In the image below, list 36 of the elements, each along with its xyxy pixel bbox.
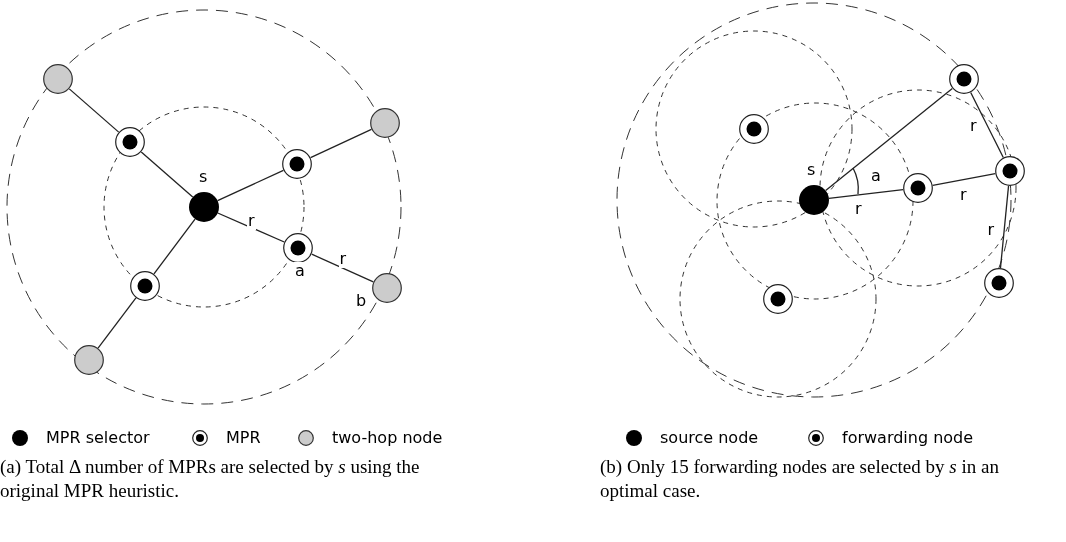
- relay-node: [282, 149, 312, 179]
- legend-label: MPR: [226, 429, 261, 447]
- two-hop-node: [43, 64, 73, 94]
- relay-node: [903, 173, 933, 203]
- link-line: [825, 87, 953, 192]
- source-node: [189, 192, 219, 222]
- caption: (b) Only 15 forwarding nodes are selected by s in an optimal case.: [600, 455, 1000, 503]
- link-line: [68, 88, 120, 133]
- link-line: [999, 185, 1010, 269]
- link-line: [932, 173, 996, 186]
- two-hop-node: [370, 108, 400, 138]
- caption: (a) Total Δ number of MPRs are selected by s using the original MPR heuristic.: [0, 455, 421, 503]
- relay-node: [949, 64, 979, 94]
- two-hop-node: [74, 345, 104, 375]
- relay-node: [984, 268, 1014, 298]
- link-line: [217, 212, 285, 243]
- link-line: [140, 151, 194, 198]
- relay-node: [995, 156, 1025, 186]
- legend-label: forwarding node: [842, 429, 974, 447]
- link-line: [216, 169, 285, 202]
- link-line: [153, 218, 196, 275]
- relay-node: [115, 127, 145, 157]
- relay-node: [763, 284, 793, 314]
- link-line: [97, 297, 137, 349]
- link-line: [309, 128, 373, 159]
- source-node: [799, 185, 829, 215]
- two-hop-node: [372, 273, 402, 303]
- link-line: [311, 253, 374, 283]
- legend-label: source node: [660, 429, 759, 447]
- legend-label: two-hop node: [332, 429, 443, 447]
- relay-node: [739, 114, 769, 144]
- relay-node: [130, 271, 160, 301]
- link-line: [970, 91, 1004, 159]
- link-line: [828, 189, 904, 199]
- legend-label: MPR selector: [46, 429, 150, 447]
- relay-node: [283, 233, 313, 263]
